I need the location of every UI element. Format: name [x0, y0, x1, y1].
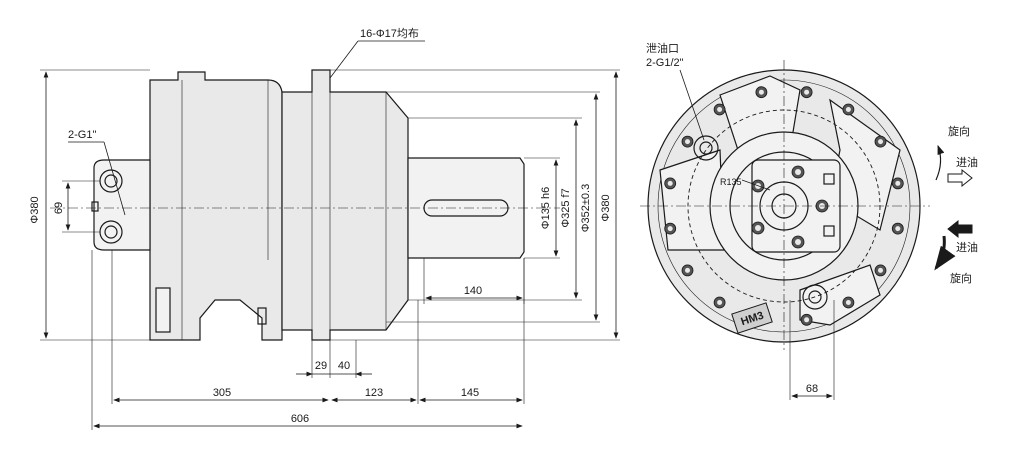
dia-352-label: Φ352±0.3: [580, 184, 592, 232]
inlet-label-bottom: 进油: [956, 240, 978, 254]
rotation-label-bottom: 旋向: [950, 271, 972, 285]
motor-housing: [149, 71, 283, 341]
flange-bolt-hole-center: [878, 267, 883, 273]
dia-380-right-label: Φ380: [600, 194, 612, 221]
shaft-keyway: [423, 199, 509, 217]
drain-port-lower: [802, 284, 828, 310]
flange-bolt-hole-center: [804, 317, 810, 323]
dim-145-label: 145: [461, 387, 479, 399]
side-view: [50, 69, 560, 341]
drain-label-line2: 2-G1/2": [646, 57, 684, 69]
port-label: 2-G1": [68, 129, 96, 141]
inlet-label-top: 进油: [956, 155, 978, 169]
flange-bolt-hole-center: [667, 226, 673, 232]
dim-68-label: 68: [806, 383, 818, 395]
rotation-arrow-bottom: [934, 235, 956, 271]
mounting-flange: [281, 69, 409, 341]
front-view: HM3: [640, 60, 930, 350]
flange-bolt-hole-center: [845, 300, 851, 305]
dia-135-label: Φ135 h6: [540, 187, 552, 229]
dia-325-label: Φ325 f7: [560, 188, 572, 227]
drain-port: [693, 135, 719, 161]
sector-bottom: [799, 264, 881, 326]
flange-bolt-hole-center: [717, 107, 723, 112]
side-view-dimensions: Φ380 69 2-G1" 16-Φ17均布 Φ135 h6 Φ325 f7 Φ…: [29, 27, 620, 430]
rotation-arrow-top: [935, 144, 945, 181]
drain-label-line1: 泄油口: [646, 41, 679, 55]
inlet-arrow-bottom: [947, 219, 973, 239]
rotation-label-top: 旋向: [948, 124, 970, 138]
flange-bolt-hole-center: [845, 107, 851, 112]
side-valve: [155, 287, 171, 333]
flange-bolt-hole-center: [667, 180, 673, 186]
dim-29-label: 29: [315, 360, 327, 372]
dim-69-label: 69: [53, 202, 65, 214]
flange-bolt-hole-center: [717, 300, 723, 305]
flange-bolt-hole-center: [878, 139, 883, 145]
dim-140-label: 140: [464, 285, 482, 297]
dim-40-label: 40: [338, 360, 350, 372]
dim-305-label: 305: [213, 387, 231, 399]
dim-606-label: 606: [291, 413, 309, 425]
port-plug: [91, 201, 99, 212]
flange-bolt-holes: [664, 86, 904, 326]
flange-bolt-hole-center: [685, 267, 690, 273]
dim-123-label: 123: [365, 387, 383, 399]
radius-label: R135: [720, 177, 742, 187]
flange-bolt-hole-center: [685, 139, 690, 145]
flange-bolt-hole-center: [895, 226, 901, 232]
model-plate: [731, 302, 773, 334]
front-view-annotations: 泄油口 2-G1/2" R135 旋向 进油 进油 旋向 68: [646, 41, 978, 400]
flange-bolt-hole-center: [895, 180, 901, 186]
dia-380-left-label: Φ380: [29, 196, 41, 223]
inlet-arrow-top: [947, 168, 973, 188]
flange-bolt-hole-center: [758, 89, 764, 95]
flange-holes-label: 16-Φ17均布: [360, 27, 419, 40]
flange-bolt-hole-center: [804, 89, 810, 95]
